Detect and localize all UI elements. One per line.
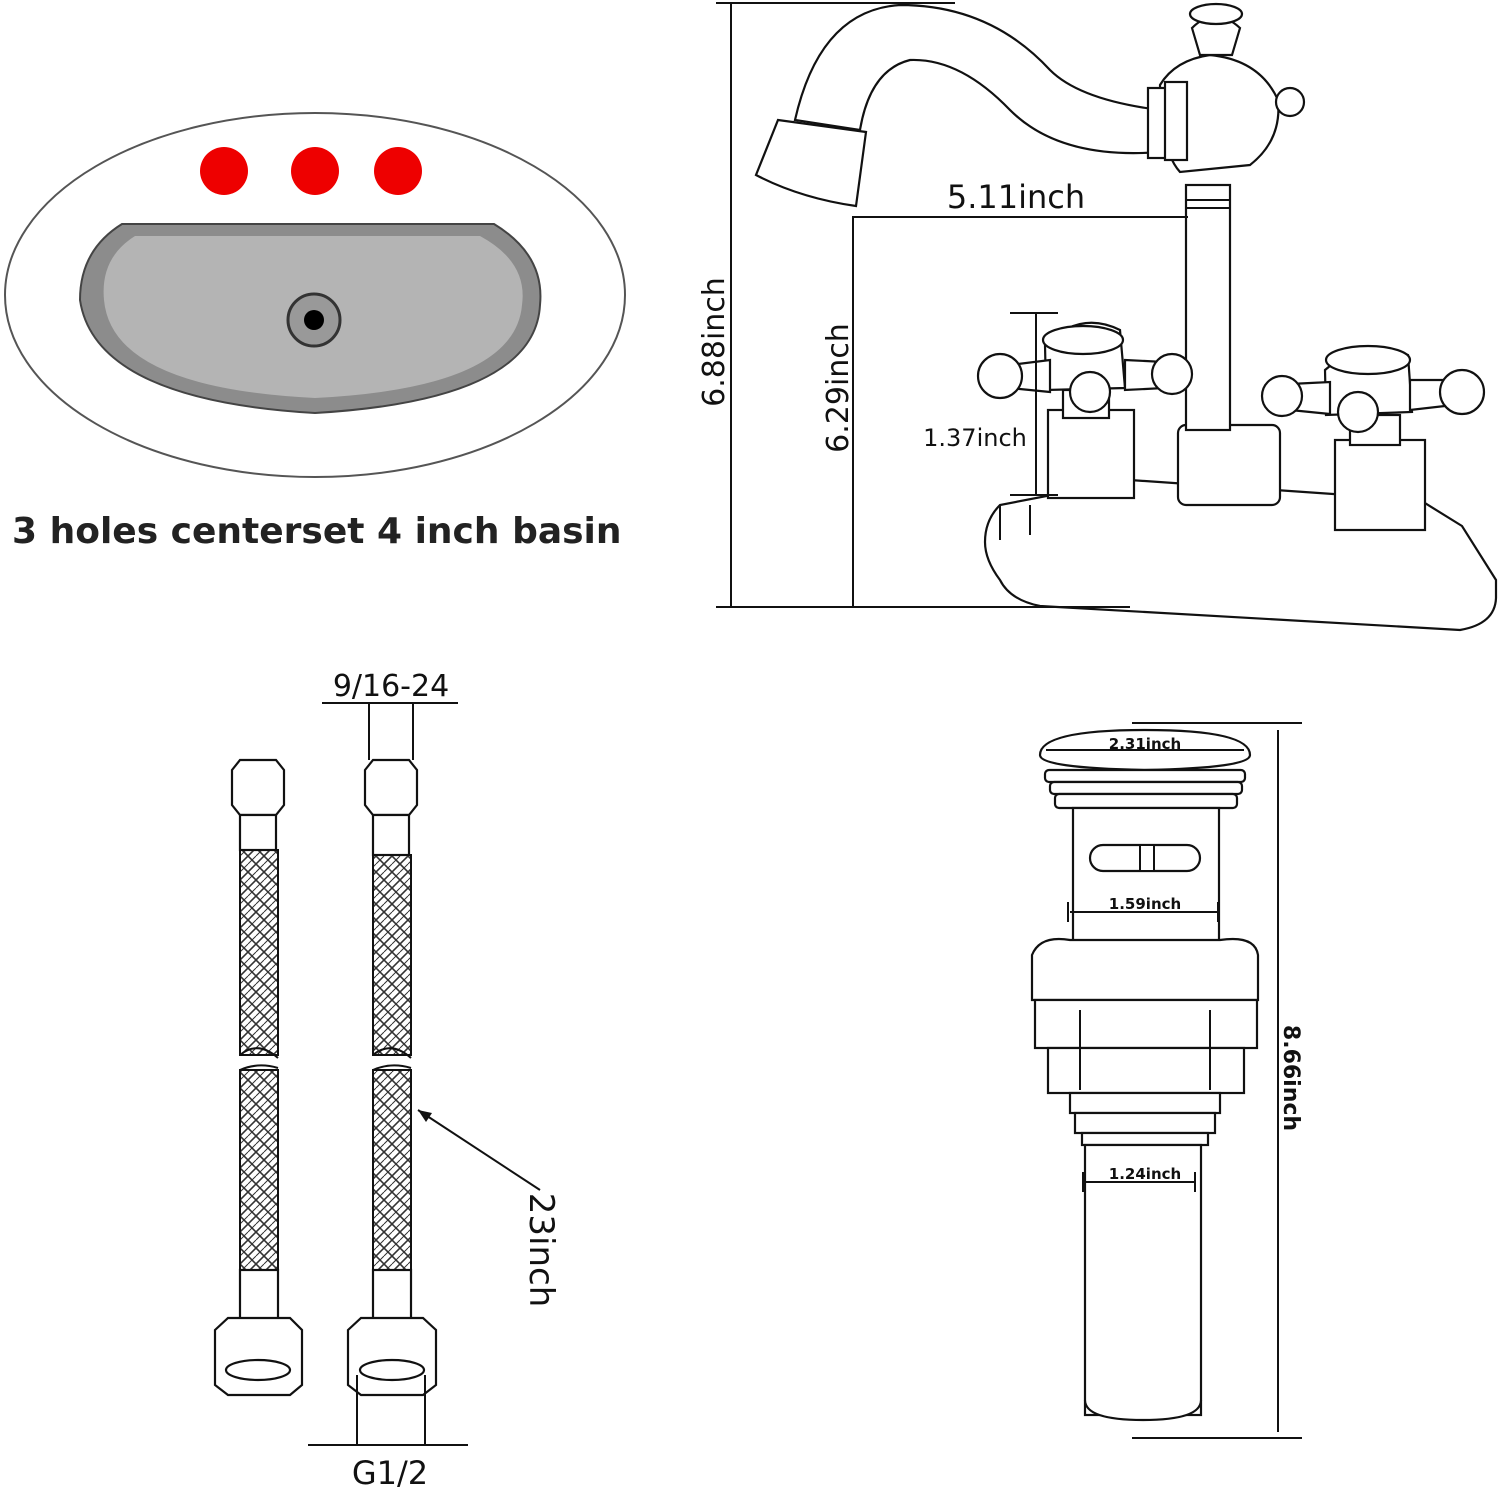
drain-body: [1071, 806, 1221, 950]
hose-right: [346, 758, 438, 1397]
drain-cap-diameter-label: 2.31inch: [1109, 735, 1181, 753]
faucet-total-height-label: 6.88inch: [697, 277, 732, 407]
hose-top-thread-label: 9/16-24: [333, 669, 449, 704]
faucet-column-base: [1176, 423, 1282, 507]
hose-bottom-thread-label: G1/2: [352, 1454, 428, 1492]
faucet-aerator: [754, 118, 868, 208]
faucet-hole-left: [200, 147, 248, 195]
drain-tail-diameter-label: 1.24inch: [1109, 1165, 1181, 1183]
faucet-spout-reach-label: 5.11inch: [947, 178, 1085, 216]
drain-tailpiece: [1083, 1143, 1203, 1417]
basin-caption: 3 holes centerset 4 inch basin: [12, 511, 622, 552]
faucet-column: [1184, 183, 1232, 432]
drain-body-diameter-label: 1.59inch: [1109, 895, 1181, 913]
drain-hole: [304, 310, 324, 330]
faucet-handle-height-label: 1.37inch: [923, 424, 1027, 452]
faucet-spout: [793, 3, 1162, 155]
hose-illustration: 9/16-24 23inch: [213, 669, 561, 1492]
faucet-hole-center: [291, 147, 339, 195]
hose-length-label: 23inch: [521, 1193, 561, 1308]
hose-left: [213, 758, 304, 1397]
faucet-hole-right: [374, 147, 422, 195]
faucet-illustration: 6.88inch 6.29inch 5.11inch 1.37inch: [697, 2, 1498, 632]
drain-illustration: 2.31inch 1.59inch 1.24inch 8.66inch: [1030, 722, 1303, 1439]
drain-nut: [1030, 937, 1260, 1002]
faucet-spout-height-label: 6.29inch: [821, 323, 856, 453]
basin-illustration: 3 holes centerset 4 inch basin: [4, 112, 626, 552]
drain-total-length-label: 8.66inch: [1278, 1025, 1303, 1131]
